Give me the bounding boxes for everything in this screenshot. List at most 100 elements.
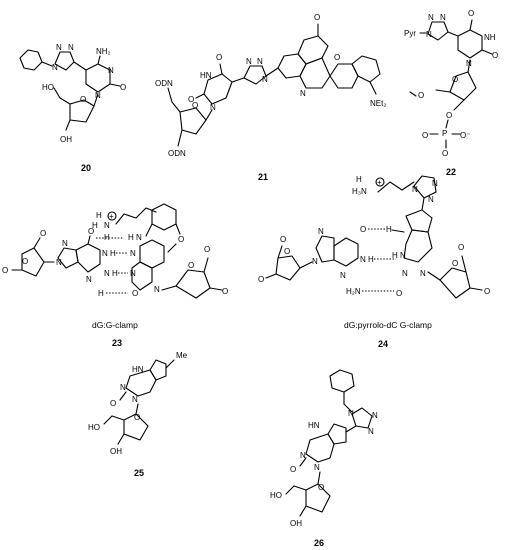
atom-n: N [104, 221, 110, 230]
atom-o: O [360, 225, 366, 234]
atom-h: H [128, 233, 134, 242]
propyl-chain [377, 181, 415, 193]
base-pair-caption: dG:G-clamp [92, 320, 138, 330]
deoxyribose-ring [305, 483, 331, 513]
hydroxyl-group: HO [42, 83, 54, 92]
phosphate-oxygen-anion: O⁻ [460, 131, 470, 140]
compound-21-structure: ODN O ODN N O HN O N N N O N O NEt₂ [155, 13, 386, 182]
atom-o: O [396, 289, 402, 298]
atom-n: N [412, 185, 418, 194]
positive-charge-icon [375, 177, 385, 187]
compound-number: 22 [446, 167, 456, 177]
pyrimidine-ring [131, 261, 153, 291]
atom-o: O [40, 229, 46, 238]
atom-n: N [154, 285, 160, 294]
atom-o: O [80, 95, 86, 104]
deoxyribose-ring [21, 247, 45, 277]
atom-n: N [56, 258, 62, 267]
atom-n: N [300, 89, 306, 98]
pyrimidine-ring [75, 243, 101, 273]
atom-n: N [314, 463, 320, 472]
compound-25-structure: Me HN N O N O HO OH 25 [88, 351, 188, 478]
atom-n: N [136, 233, 142, 242]
atom-n: N [108, 66, 114, 75]
atom-h: H [92, 221, 98, 230]
atom-n: N [210, 103, 216, 112]
atom-n: N [368, 427, 374, 436]
pyrrole-nh: HN [308, 421, 320, 430]
atom-o: O [492, 51, 498, 60]
atom-n: N [402, 269, 408, 278]
atom-o: O [452, 259, 458, 268]
aromatic-ring [297, 35, 329, 65]
compound-number: 23 [112, 338, 122, 348]
atom-h: H [98, 289, 104, 298]
deoxyribose-ring [449, 71, 477, 101]
pyrrole-nh: HN [132, 365, 144, 374]
amino-group: H₂N [346, 287, 361, 296]
hydroxyl-group: OH [290, 519, 302, 528]
atom-o: O [22, 257, 28, 266]
triazole-ring [351, 407, 373, 429]
atom-n: N [56, 43, 62, 52]
atom-n: N [300, 451, 306, 460]
atom-o: O [2, 266, 8, 275]
atom-n: N [360, 255, 366, 264]
pyrene-label: Pyr [404, 29, 416, 38]
phenyl-ring [19, 49, 43, 71]
diethylamino-group: NEt₂ [370, 99, 386, 108]
atom-o: O [88, 227, 94, 236]
pyrimidine-ring [85, 63, 111, 93]
atom-n: N [86, 275, 92, 284]
compound-number: 20 [81, 163, 91, 173]
compound-number: 25 [134, 468, 144, 478]
pyrimidine-ring [403, 229, 433, 263]
atom-n: N [420, 269, 426, 278]
atom-n: N [440, 13, 446, 22]
ammonium-group: H₃N [352, 187, 367, 196]
pyrimidine-ring [305, 433, 335, 463]
atom-o: O [468, 9, 474, 18]
atom-n: N [104, 269, 110, 278]
imide-nh: NH [484, 33, 496, 42]
atom-n: N [52, 63, 58, 72]
compound-number: 26 [314, 538, 324, 548]
pyrrole-ring [405, 209, 433, 233]
atom-n: N [428, 195, 434, 204]
atom-n: N [426, 30, 432, 39]
positive-charge-icon [107, 211, 117, 221]
atom-o: O [280, 235, 286, 244]
atom-o: O [334, 53, 340, 62]
hydroxyl-group: OH [60, 135, 72, 144]
atom-n: N [120, 383, 126, 392]
atom-o: O [314, 13, 320, 22]
pyrrole-ring [327, 423, 347, 445]
atom-o: O [134, 413, 140, 422]
atom-o: O [188, 95, 194, 104]
atom-n: N [372, 411, 378, 420]
atom-n: N [312, 257, 318, 266]
compound-23-structure: O O O N N O N H N N H H H H N + H H N N [2, 203, 228, 348]
deoxyribose-ring [69, 99, 95, 123]
atom-n: N [318, 227, 324, 236]
imidazole-ring [315, 235, 335, 263]
atom-o: O [204, 245, 210, 254]
compound-26-structure: N N N HN N O N O HO OH 26 [270, 369, 378, 548]
hydroxyl-group: OH [110, 447, 122, 456]
atom-o: O [284, 247, 290, 256]
atom-n: N [102, 249, 108, 258]
atom-o: O [418, 91, 424, 100]
atom-n: N [62, 239, 68, 248]
aromatic-ring [151, 203, 177, 231]
hydroxyl-group: HO [88, 423, 100, 432]
atom-o: O [442, 149, 448, 158]
atom-n: N [257, 57, 263, 66]
base-pair-caption: dG:pyrrolo-dC G-clamp [344, 320, 432, 330]
compound-22-structure: Pyr N N N O NH O N O O O P O O⁻ O 22 [404, 9, 498, 177]
atom-n: N [130, 249, 136, 258]
atom-h: H [386, 225, 392, 234]
aromatic-ring [351, 55, 381, 83]
odn-label: ODN [155, 79, 173, 88]
atom-o: O [110, 399, 116, 408]
